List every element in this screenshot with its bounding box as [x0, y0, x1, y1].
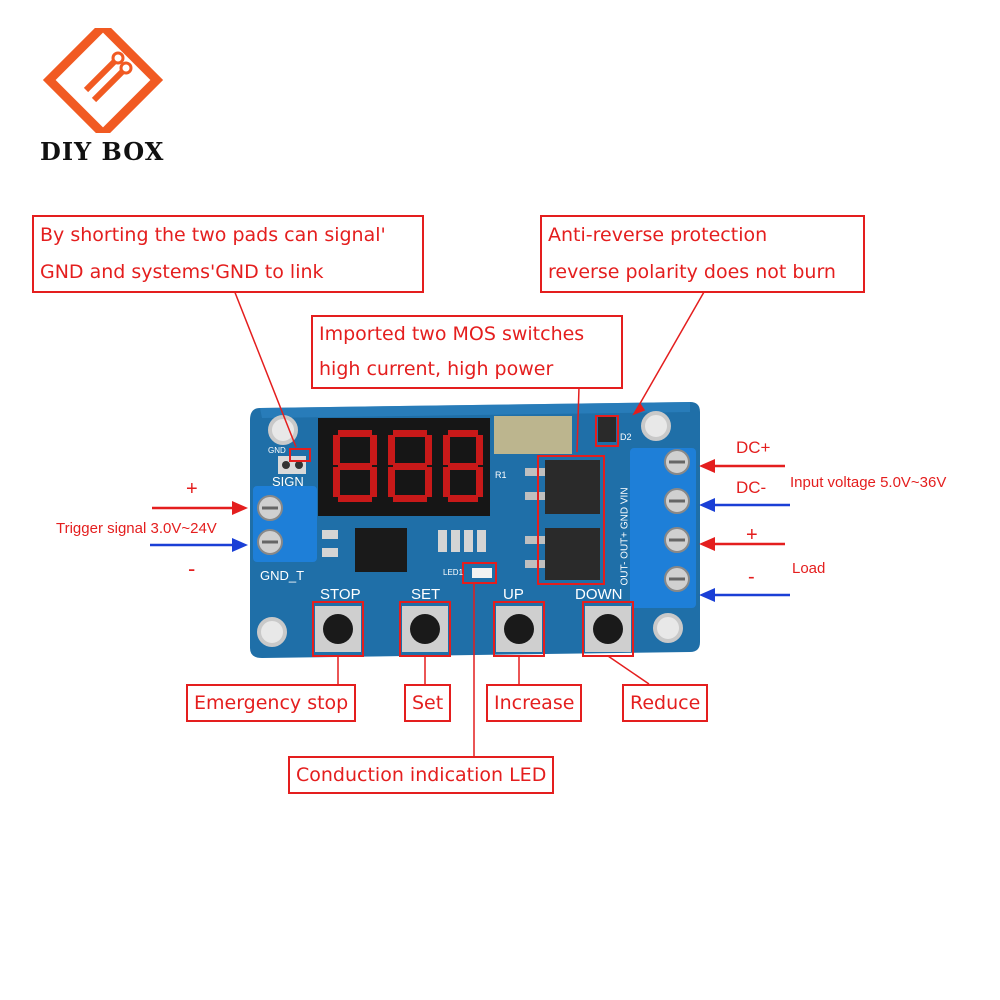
- silk-led1: LED1: [443, 568, 464, 577]
- trigger-signal-label: Trigger signal 3.0V~24V: [56, 520, 217, 537]
- btn-label-up: UP: [503, 586, 524, 603]
- callout-increase: Increase: [486, 684, 583, 722]
- optocoupler-chip: [355, 528, 407, 572]
- callout-anti-reverse-line1: Anti-reverse protection: [548, 224, 768, 246]
- mosfet-switches: [525, 460, 600, 580]
- seven-segment-display: [318, 418, 490, 516]
- callout-anti-reverse: Anti-reverse protection reverse polarity…: [540, 215, 865, 293]
- right-minus-label: -: [748, 566, 755, 588]
- callout-mos-line2: high current, high power: [319, 358, 554, 380]
- callout-mos: Imported two MOS switches high current, …: [311, 315, 623, 389]
- trigger-terminal-block: [253, 486, 317, 562]
- wiring-arrows: [150, 459, 790, 602]
- brand-name: DIY BOX: [40, 137, 165, 166]
- left-plus-label: +: [186, 478, 198, 500]
- mount-hole-tr: [641, 411, 671, 441]
- silk-sign: SIGN: [272, 474, 304, 489]
- dc-plus-label: DC+: [736, 438, 771, 457]
- right-plus-label: +: [746, 524, 758, 546]
- silk-r1: R1: [495, 470, 507, 480]
- callout-sign-gnd: By shorting the two pads can signal' GND…: [32, 215, 424, 293]
- callout-set: Set: [404, 684, 452, 722]
- callout-mos-line1: Imported two MOS switches: [319, 323, 585, 345]
- btn-label-down: DOWN: [575, 586, 623, 603]
- diy-box-logo-icon: [42, 19, 164, 141]
- capacitor: [494, 416, 572, 454]
- callout-conduction-led: Conduction indication LED: [288, 756, 555, 794]
- load-label: Load: [792, 560, 826, 577]
- btn-label-stop: STOP: [320, 586, 361, 603]
- diode-d2: [598, 416, 616, 442]
- callout-sign-gnd-line2: GND and systems'GND to link: [40, 261, 324, 283]
- mount-hole-tl: [268, 415, 298, 445]
- callout-emergency-stop: Emergency stop: [186, 684, 357, 722]
- callout-anti-reverse-line2: reverse polarity does not burn: [548, 261, 836, 283]
- power-terminal-block: [630, 448, 696, 608]
- silk-gnd-t: GND_T: [260, 568, 305, 583]
- mount-hole-bl: [257, 617, 287, 647]
- silk-d2: D2: [620, 432, 632, 442]
- left-minus-label: -: [188, 556, 196, 581]
- mount-hole-br: [653, 613, 683, 643]
- brand-logo: DIY BOX: [38, 19, 168, 168]
- silk-gnd: GND: [268, 446, 286, 455]
- silk-terminal-right: OUT- OUT+ GND VIN: [619, 487, 631, 586]
- smd-resistors: [322, 530, 486, 557]
- callout-sign-gnd-line1: By shorting the two pads can signal': [40, 224, 386, 246]
- btn-label-set: SET: [411, 586, 441, 603]
- push-buttons: [315, 606, 631, 652]
- dc-minus-label: DC-: [736, 478, 767, 497]
- led1: [472, 568, 492, 578]
- input-voltage-label: Input voltage 5.0V~36V: [790, 474, 947, 491]
- callout-reduce: Reduce: [622, 684, 709, 722]
